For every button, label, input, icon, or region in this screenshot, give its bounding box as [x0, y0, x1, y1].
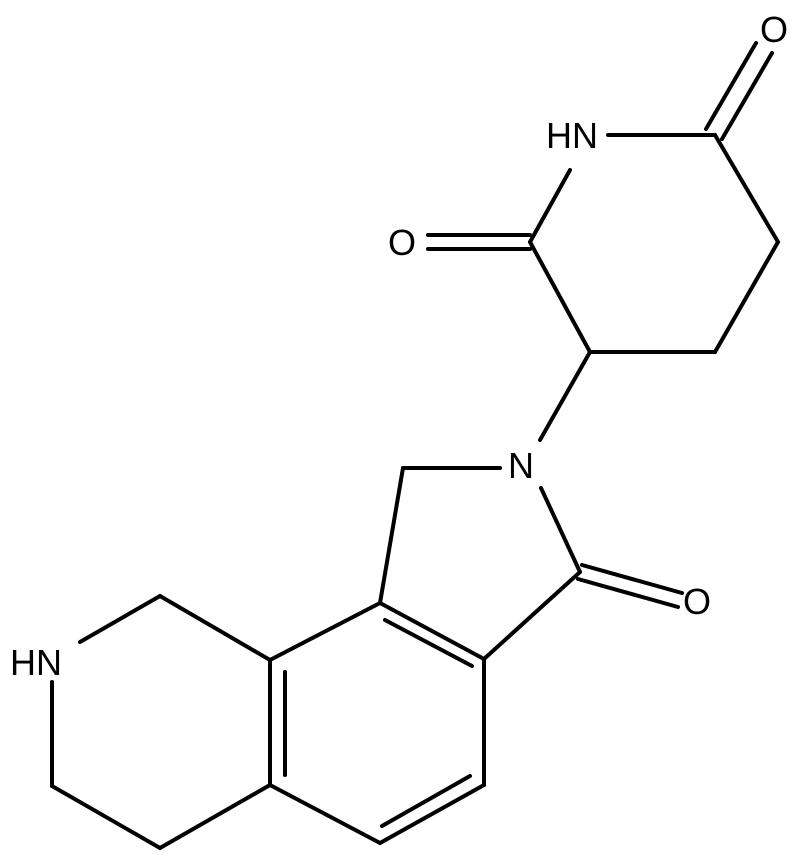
- double-bond: [704, 41, 758, 131]
- bond: [158, 783, 272, 850]
- double-bond: [720, 51, 774, 141]
- aromatic-inner-bond: [383, 618, 474, 668]
- bond: [378, 601, 486, 661]
- bond: [538, 350, 592, 442]
- bond: [78, 594, 162, 644]
- bond: [528, 240, 592, 354]
- oxygen-label: O: [388, 222, 416, 263]
- double-bond: [576, 577, 680, 609]
- double-bond: [580, 563, 684, 595]
- oxygen-label: O: [760, 9, 788, 50]
- aromatic-inner-bond: [380, 774, 472, 828]
- bond: [378, 783, 486, 845]
- amine-nh-label: HN: [10, 642, 62, 683]
- oxygen-label: O: [683, 581, 711, 622]
- bond: [268, 601, 382, 662]
- bond: [378, 466, 405, 605]
- atom-label-layer: O HN O N O HN: [10, 9, 788, 683]
- imide-nh-label: HN: [546, 115, 598, 156]
- bond: [539, 486, 582, 574]
- bond: [50, 784, 162, 850]
- bond: [268, 783, 382, 845]
- bond: [713, 133, 780, 244]
- bond: [158, 594, 272, 662]
- bond: [713, 240, 780, 354]
- lactam-nitrogen-label: N: [508, 445, 534, 486]
- bond: [528, 168, 572, 244]
- bond: [482, 570, 582, 661]
- bond-layer: [50, 41, 780, 850]
